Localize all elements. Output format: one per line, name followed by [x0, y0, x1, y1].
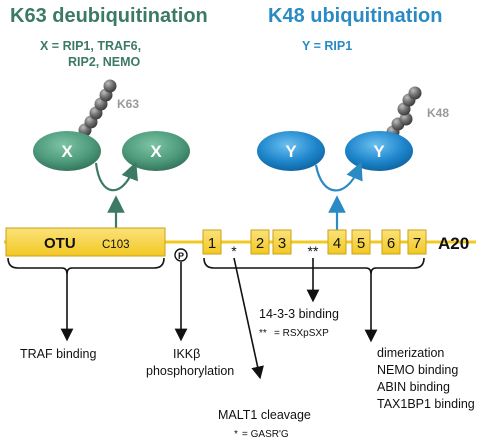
k48-chain-label: K48: [427, 106, 449, 120]
1433-motif-stars: **: [259, 328, 267, 339]
1433-motif-label: = RSXpSXP: [274, 328, 329, 339]
y-substrate: [257, 131, 325, 171]
k63-ubiquitin-chain: [78, 79, 117, 137]
zinc-finger-5: 5: [351, 229, 371, 255]
zf-label-3: 3: [278, 235, 286, 252]
k48-reaction-arrow: [314, 161, 363, 192]
k48-substrates: Y = RIP1: [302, 39, 352, 53]
c103-label: C103: [102, 239, 130, 251]
x-label-1: X: [61, 142, 73, 161]
zf-label-2: 2: [256, 235, 264, 252]
malt1-arrow: [233, 257, 264, 380]
x-substrate-deubiquitinated: [122, 131, 190, 171]
zinc-finger-2: 2: [250, 229, 270, 255]
zf-label-4: 4: [333, 235, 341, 252]
zinc-finger-6: 6: [381, 229, 401, 255]
y-substrate-ubiquitinated: [345, 131, 413, 171]
1433-binding-label: 14-3-3 binding: [259, 307, 339, 321]
k63-title: K63 deubiquitination: [10, 5, 208, 27]
zf-label-1: 1: [208, 235, 216, 252]
k48-title: K48 ubiquitination: [268, 5, 442, 27]
malt1-motif-star: *: [234, 429, 238, 440]
malt1-cleavage-label: MALT1 cleavage: [218, 408, 311, 422]
otu-label: OTU: [44, 235, 76, 252]
k63-substrates-line1: X = RIP1, TRAF6,: [40, 39, 141, 53]
ikk-label: IKKβ: [173, 347, 200, 361]
zf-label-7: 7: [413, 235, 421, 252]
k63-substrates-line2: RIP2, NEMO: [68, 55, 141, 69]
dimerization-label: dimerization: [377, 346, 444, 360]
phospho-site-label: P: [178, 251, 184, 261]
k48-ubiquitin-chain: [386, 86, 422, 139]
otu-domain: [5, 227, 166, 257]
k63-reaction-arrow: [94, 161, 138, 192]
traf-binding-label: TRAF binding: [20, 347, 96, 361]
phospho-site-icon: [174, 248, 188, 262]
malt1-motif-label: = GASR'G: [242, 429, 289, 440]
x-label-2: X: [150, 142, 162, 161]
zinc-finger-4: 4: [327, 229, 347, 255]
tax1bp1-binding-label: TAX1BP1 binding: [377, 397, 475, 411]
zinc-finger-1: 1: [202, 229, 222, 255]
zf-label-6: 6: [387, 235, 395, 252]
a20-label: A20: [438, 234, 469, 253]
x-substrate-ubiquitinated: [33, 131, 101, 171]
zinc-finger-3: 3: [272, 229, 292, 255]
1433-site-stars: **: [308, 243, 319, 259]
ikk-phospho-label: phosphorylation: [146, 364, 234, 378]
otu-bracket: [7, 257, 165, 275]
malt1-site-star: *: [231, 243, 237, 259]
zf-label-5: 5: [357, 235, 365, 252]
k63-chain-label: K63: [117, 97, 139, 111]
abin-binding-label: ABIN binding: [377, 380, 450, 394]
zinc-finger-7: 7: [407, 229, 427, 255]
nemo-binding-label: NEMO binding: [377, 363, 458, 377]
y-label-2: Y: [373, 142, 385, 161]
y-label-1: Y: [285, 142, 297, 161]
